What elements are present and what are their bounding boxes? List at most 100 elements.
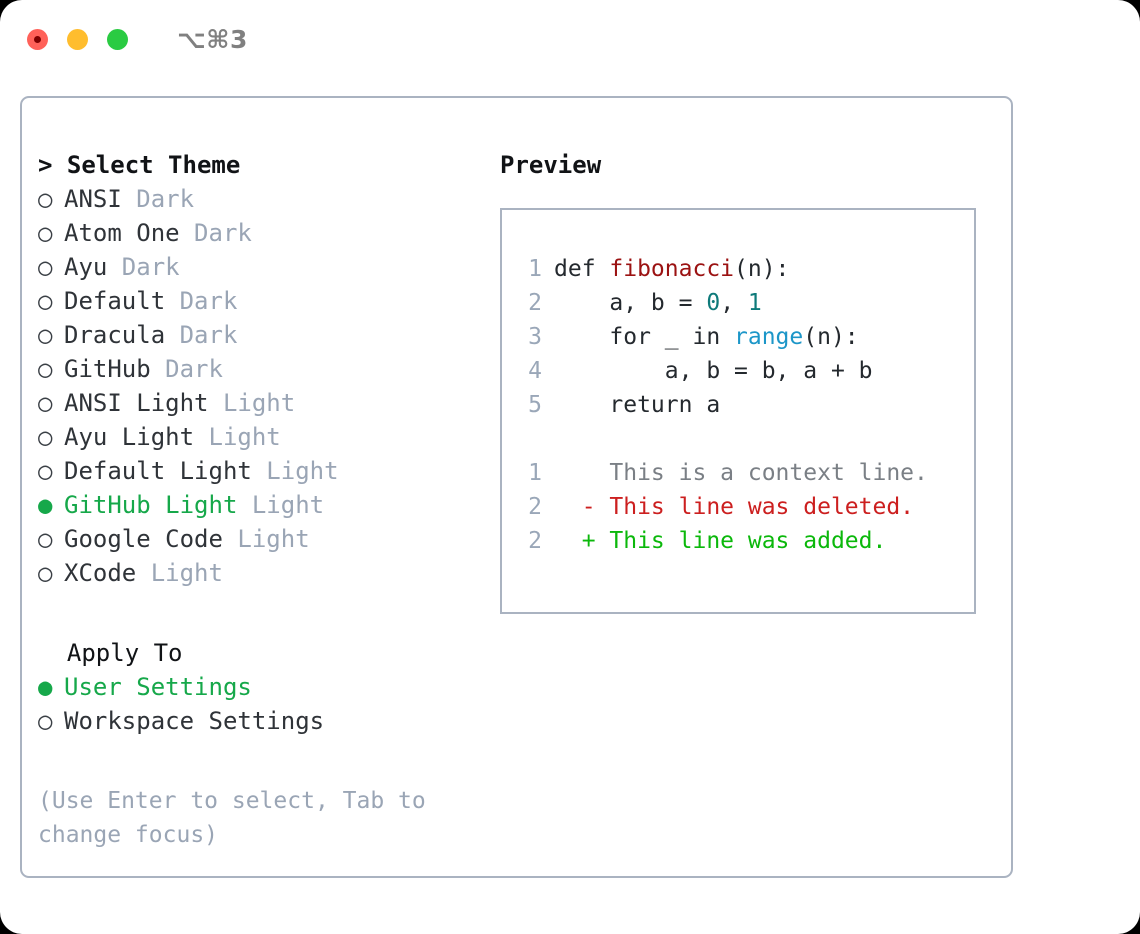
theme-option-tag: Dark <box>121 253 180 281</box>
theme-option-tag: Light <box>251 491 325 519</box>
theme-option-ansi[interactable]: ○ANSI Dark <box>38 182 478 216</box>
line-number: 5 <box>528 392 542 418</box>
code-token: 1 <box>747 290 762 316</box>
keyboard-shortcut-label: ⌥⌘3 <box>177 24 248 54</box>
radio-unselected-icon: ○ <box>38 707 53 735</box>
apply-to-option-user-settings[interactable]: ● User Settings <box>38 670 478 704</box>
code-token: 0 <box>706 290 721 316</box>
theme-option-label: ANSI Light <box>64 389 223 417</box>
theme-option-label: ANSI <box>64 185 137 213</box>
theme-option-tag: Dark <box>194 219 252 247</box>
code-line: 5 return a <box>516 388 974 422</box>
radio-selected-icon: ● <box>38 491 53 519</box>
radio-unselected-icon: ○ <box>38 525 53 553</box>
theme-option-tag: Dark <box>136 185 195 213</box>
theme-option-default-light[interactable]: ○Default Light Light <box>38 454 478 488</box>
theme-option-tag: Dark <box>179 287 238 315</box>
line-number: 4 <box>528 358 542 384</box>
diff-line: 2 + This line was added. <box>516 524 974 558</box>
radio-unselected-icon: ○ <box>38 355 53 383</box>
theme-option-default[interactable]: ○ Default Dark <box>38 284 478 318</box>
window-controls <box>27 28 147 50</box>
line-number: 3 <box>528 324 542 350</box>
code-token: (n): <box>734 256 790 282</box>
theme-list[interactable]: ○ANSI Dark○Atom One Dark○Ayu Dark○Defaul… <box>38 182 478 590</box>
select-theme-header: > Select Theme <box>38 151 241 179</box>
apply-to-option-label: User Settings <box>64 673 252 701</box>
radio-unselected-icon: ○ <box>38 253 53 281</box>
theme-option-tag: Dark <box>179 321 238 349</box>
radio-unselected-icon: ○ <box>38 423 53 451</box>
theme-option-label: XCode <box>64 559 151 587</box>
code-token: def <box>554 256 610 282</box>
theme-option-label: Dracula <box>64 321 180 349</box>
radio-unselected-icon: ○ <box>38 389 53 417</box>
theme-option-label: GitHub <box>64 355 166 383</box>
theme-option-label: Ayu Light <box>64 423 209 451</box>
code-token: for _ in <box>554 324 735 350</box>
line-number: 1 <box>528 256 542 282</box>
code-line: 4 a, b = b, a + b <box>516 354 974 388</box>
line-number: 2 <box>528 528 542 554</box>
line-number: 2 <box>528 494 542 520</box>
code-line: 2 a, b = 0, 1 <box>516 286 974 320</box>
hint-gap <box>38 738 478 784</box>
apply-to-option-workspace-settings[interactable]: ○ Workspace Settings <box>38 704 478 738</box>
diff-line-text: - This line was deleted. <box>554 494 915 520</box>
section-gap <box>38 590 478 636</box>
keyboard-hint-text: (Use Enter to select, Tab to change focu… <box>38 788 440 848</box>
theme-option-tag: Light <box>222 389 296 417</box>
code-token: a, b = <box>554 290 707 316</box>
diff-line: 2 - This line was deleted. <box>516 490 974 524</box>
theme-option-google-code[interactable]: ○ Google Code Light <box>38 522 478 556</box>
close-button-icon[interactable] <box>27 28 48 50</box>
theme-option-tag: Light <box>208 423 281 451</box>
main-panel: > Select Theme ○ANSI Dark○Atom One Dark○… <box>20 96 1013 878</box>
theme-option-label: Ayu <box>64 253 122 281</box>
diff-sample: 1 This is a context line. 2 - This line w… <box>516 456 974 558</box>
theme-option-tag: Light <box>237 525 310 553</box>
radio-unselected-icon: ○ <box>38 559 53 587</box>
diff-line-text: + This line was added. <box>554 528 887 554</box>
theme-option-dracula[interactable]: ○Dracula Dark <box>38 318 478 352</box>
theme-selector-column: > Select Theme ○ANSI Dark○Atom One Dark○… <box>38 148 478 852</box>
apply-to-list[interactable]: ● User Settings ○ Workspace Settings <box>38 670 478 738</box>
radio-selected-icon: ● <box>38 673 53 701</box>
code-token: , <box>720 290 748 316</box>
radio-unselected-icon: ○ <box>38 287 53 315</box>
theme-option-label: GitHub Light <box>64 491 252 519</box>
theme-option-label: Default Light <box>64 457 267 485</box>
theme-option-label: Google Code <box>64 525 238 553</box>
radio-unselected-icon: ○ <box>38 219 53 247</box>
line-number: 1 <box>528 460 542 486</box>
theme-option-github[interactable]: ○ GitHub Dark <box>38 352 478 386</box>
code-diff-gap <box>516 422 974 456</box>
theme-option-tag: Light <box>150 559 223 587</box>
theme-option-xcode[interactable]: ○ XCode Light <box>38 556 478 590</box>
theme-option-label: Default <box>64 287 180 315</box>
theme-option-tag: Light <box>266 457 339 485</box>
theme-option-ansi-light[interactable]: ○ ANSI Light Light <box>38 386 478 420</box>
theme-option-github-light[interactable]: ● GitHub Light Light <box>38 488 478 522</box>
code-token: range <box>734 324 804 350</box>
theme-option-ayu[interactable]: ○ Ayu Dark <box>38 250 478 284</box>
zoom-button-icon[interactable] <box>107 28 128 50</box>
code-token: fibonacci <box>609 256 735 282</box>
minimize-button-icon[interactable] <box>67 28 88 50</box>
title-bar: ⌥⌘3 <box>0 0 1140 78</box>
theme-option-atom-one[interactable]: ○ Atom One Dark <box>38 216 478 250</box>
code-token: a, b = b, a + b <box>554 358 873 384</box>
theme-option-tag: Dark <box>165 355 223 383</box>
preview-title: Preview <box>500 151 602 179</box>
apply-to-header: Apply To <box>38 639 183 667</box>
theme-option-ayu-light[interactable]: ○ Ayu Light Light <box>38 420 478 454</box>
apply-to-option-label: Workspace Settings <box>64 707 325 735</box>
theme-option-label: Atom One <box>64 219 195 247</box>
diff-line-text: This is a context line. <box>554 460 928 486</box>
code-line: 1 def fibonacci(n): <box>516 252 974 286</box>
code-line: 3 for _ in range(n): <box>516 320 974 354</box>
